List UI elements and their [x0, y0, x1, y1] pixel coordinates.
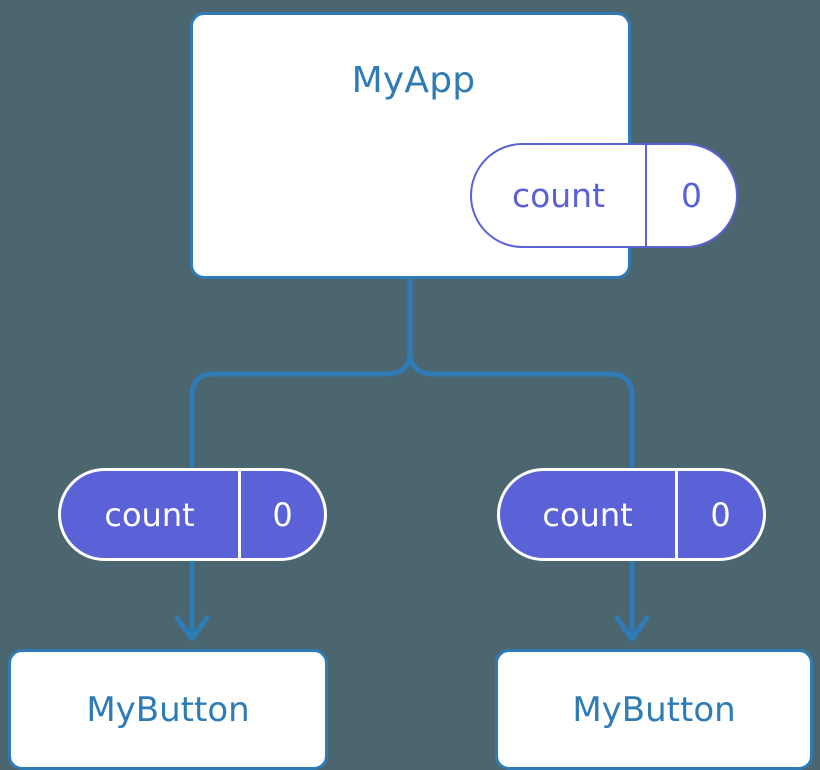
- leaf-left-component-name: MyButton: [86, 689, 250, 730]
- leaf-component-card-left[interactable]: MyButton: [8, 649, 328, 770]
- child-state-pill-right[interactable]: count 0: [497, 468, 766, 561]
- connector-branch-right: [407, 351, 635, 468]
- arrow-down-icon-left: [174, 615, 210, 642]
- child-right-state-value: 0: [675, 471, 763, 558]
- connector-branch-left: [189, 351, 413, 468]
- child-right-state-name: count: [542, 495, 633, 534]
- root-state-pill[interactable]: count 0: [470, 143, 738, 248]
- leaf-component-card-right[interactable]: MyButton: [495, 649, 813, 770]
- arrow-down-icon-right: [614, 615, 650, 642]
- root-state-name: count: [511, 176, 606, 215]
- root-component-name: MyApp: [351, 60, 476, 101]
- root-component-card[interactable]: MyApp count 0: [190, 12, 738, 279]
- leaf-right-component-name: MyButton: [572, 689, 736, 730]
- child-left-state-name: count: [104, 495, 195, 534]
- child-state-pill-left[interactable]: count 0: [58, 468, 327, 561]
- root-state-value: 0: [645, 145, 736, 246]
- child-left-state-value: 0: [238, 471, 324, 558]
